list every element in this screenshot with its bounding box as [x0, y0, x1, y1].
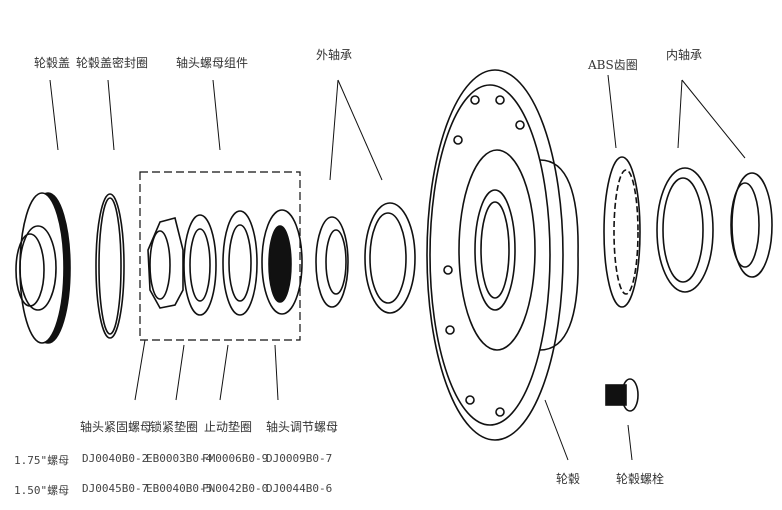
row-label: 1.75"螺母	[14, 454, 70, 467]
hub-cap-seal-drawing	[95, 193, 125, 339]
table-header: 轴头调节螺母	[266, 420, 339, 434]
hub-drawing	[426, 69, 579, 441]
label-abs-ring: ABS齿圈	[588, 58, 638, 72]
label-hub-bolt: 轮毂螺栓	[616, 472, 665, 486]
label-outer-bearing: 外轴承	[316, 48, 353, 62]
table-header: 锁紧垫圈	[150, 420, 199, 434]
table-header: 轴头紧固螺母	[80, 420, 153, 434]
inner-bearing-drawing	[656, 167, 773, 293]
table-cell: FN0042B0-0	[202, 482, 269, 495]
leader-lines	[49, 74, 746, 461]
outer-bearing-drawing	[315, 202, 416, 314]
nut-assembly-box	[139, 171, 301, 341]
label-hub-cap-seal: 轮毂盖密封圈	[76, 56, 149, 70]
table-cell: DJ0045B0-7	[82, 482, 149, 495]
table-cell: EB0003B0-4	[146, 452, 213, 465]
label-axle-nut-assembly: 轴头螺母组件	[176, 56, 249, 70]
table-cell: DJ0040B0-2	[82, 452, 149, 465]
table-cell: FM0006B0-9	[202, 452, 269, 465]
row-label: 1.50"螺母	[14, 484, 70, 497]
label-hub-cap: 轮毂盖	[34, 56, 71, 70]
nut-assembly-drawing	[147, 209, 303, 316]
table-header: 止动垫圈	[204, 420, 253, 434]
label-hub: 轮毂	[556, 472, 581, 486]
abs-ring-drawing	[603, 156, 641, 308]
table-cell: DJ0044B0-6	[266, 482, 333, 495]
table-cell: EB0040B0-5	[146, 482, 213, 495]
table-cell: DJ0009B0-7	[266, 452, 333, 465]
label-inner-bearing: 内轴承	[666, 48, 703, 62]
hub-cap-drawing	[15, 192, 71, 344]
hub-bolt-drawing	[605, 378, 639, 412]
